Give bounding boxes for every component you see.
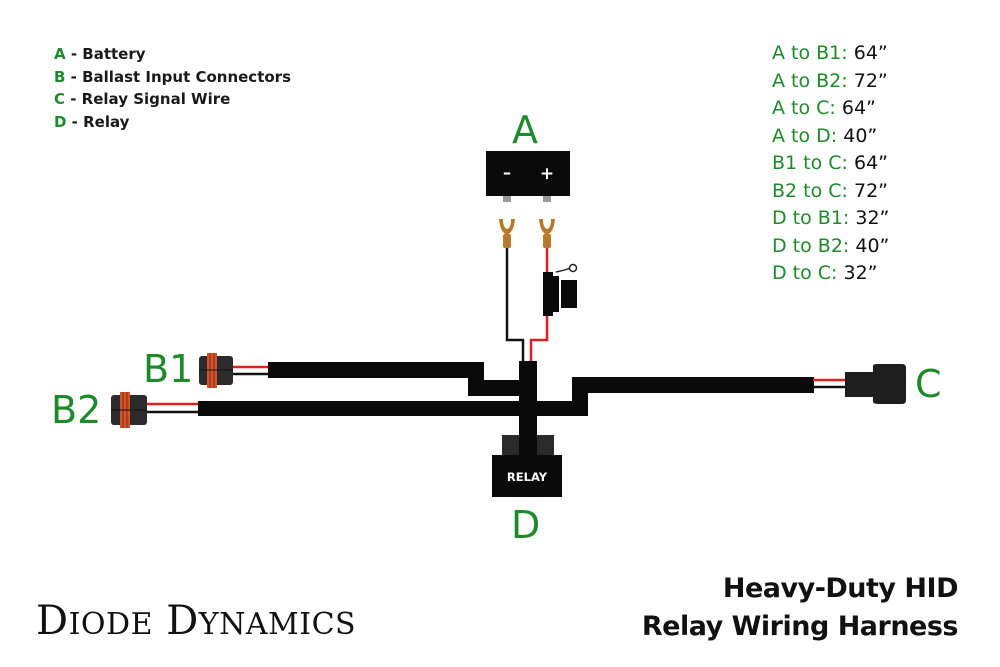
label-b2: B2 bbox=[51, 388, 102, 432]
legend-item-d: D - Relay bbox=[54, 112, 130, 131]
label-a: A bbox=[512, 108, 538, 152]
distance-b2-c: B2 to C: 72” bbox=[772, 179, 889, 202]
distance-b1-c: B1 to C: 64” bbox=[772, 152, 889, 174]
negative-wire bbox=[505, 248, 525, 362]
distance-d-c: D to C: 32” bbox=[772, 262, 878, 284]
battery-minus-label: – bbox=[503, 163, 511, 182]
label-c: C bbox=[915, 362, 942, 406]
label-b1: B1 bbox=[143, 347, 194, 391]
b2-harness bbox=[198, 401, 528, 416]
legend-item-b: B - Ballast Input Connectors bbox=[54, 67, 291, 86]
legend-item-a: A - Battery bbox=[54, 45, 146, 63]
battery: – + bbox=[486, 151, 570, 202]
distance-list: A to B1: 64” A to B2: 72” A to C: 64” A … bbox=[772, 40, 889, 288]
b1-harness bbox=[268, 362, 480, 378]
distance-a-b1: A to B1: 64” bbox=[772, 42, 888, 64]
legend: A - Battery B - Ballast Input Connectors… bbox=[54, 43, 291, 133]
fork-terminal-negative bbox=[499, 219, 515, 248]
relay-label: RELAY bbox=[507, 470, 548, 484]
fork-terminal-positive bbox=[539, 219, 555, 248]
battery-terminal-negative bbox=[503, 196, 511, 202]
distance-a-b2: A to B2: 72” bbox=[772, 69, 888, 92]
title-line-2: Relay Wiring Harness bbox=[641, 611, 959, 642]
label-d: D bbox=[511, 503, 541, 547]
distance-d-b2: D to B2: 40” bbox=[772, 234, 890, 257]
diagram-title: Heavy-Duty HID Relay Wiring Harness bbox=[641, 570, 959, 646]
c-harness bbox=[572, 377, 814, 393]
legend-item-c: C - Relay Signal Wire bbox=[54, 90, 231, 108]
relay: RELAY bbox=[492, 435, 562, 497]
b2-connector bbox=[111, 392, 198, 428]
distance-d-b1: D to B1: 32” bbox=[772, 207, 890, 229]
b1-connector bbox=[199, 353, 268, 388]
distance-a-d: A to D: 40” bbox=[772, 124, 878, 147]
battery-plus-label: + bbox=[540, 164, 554, 184]
title-line-1: Heavy-Duty HID bbox=[722, 573, 959, 604]
brand-logo: DIODE DYNAMICS bbox=[36, 598, 357, 644]
c-connector bbox=[813, 364, 906, 404]
relay-body bbox=[492, 455, 562, 497]
battery-terminal-positive bbox=[543, 196, 551, 202]
battery-body bbox=[486, 151, 570, 196]
harness-trunk bbox=[198, 361, 814, 443]
fuse-holder bbox=[543, 263, 578, 316]
distance-a-c: A to C: 64” bbox=[772, 97, 876, 119]
